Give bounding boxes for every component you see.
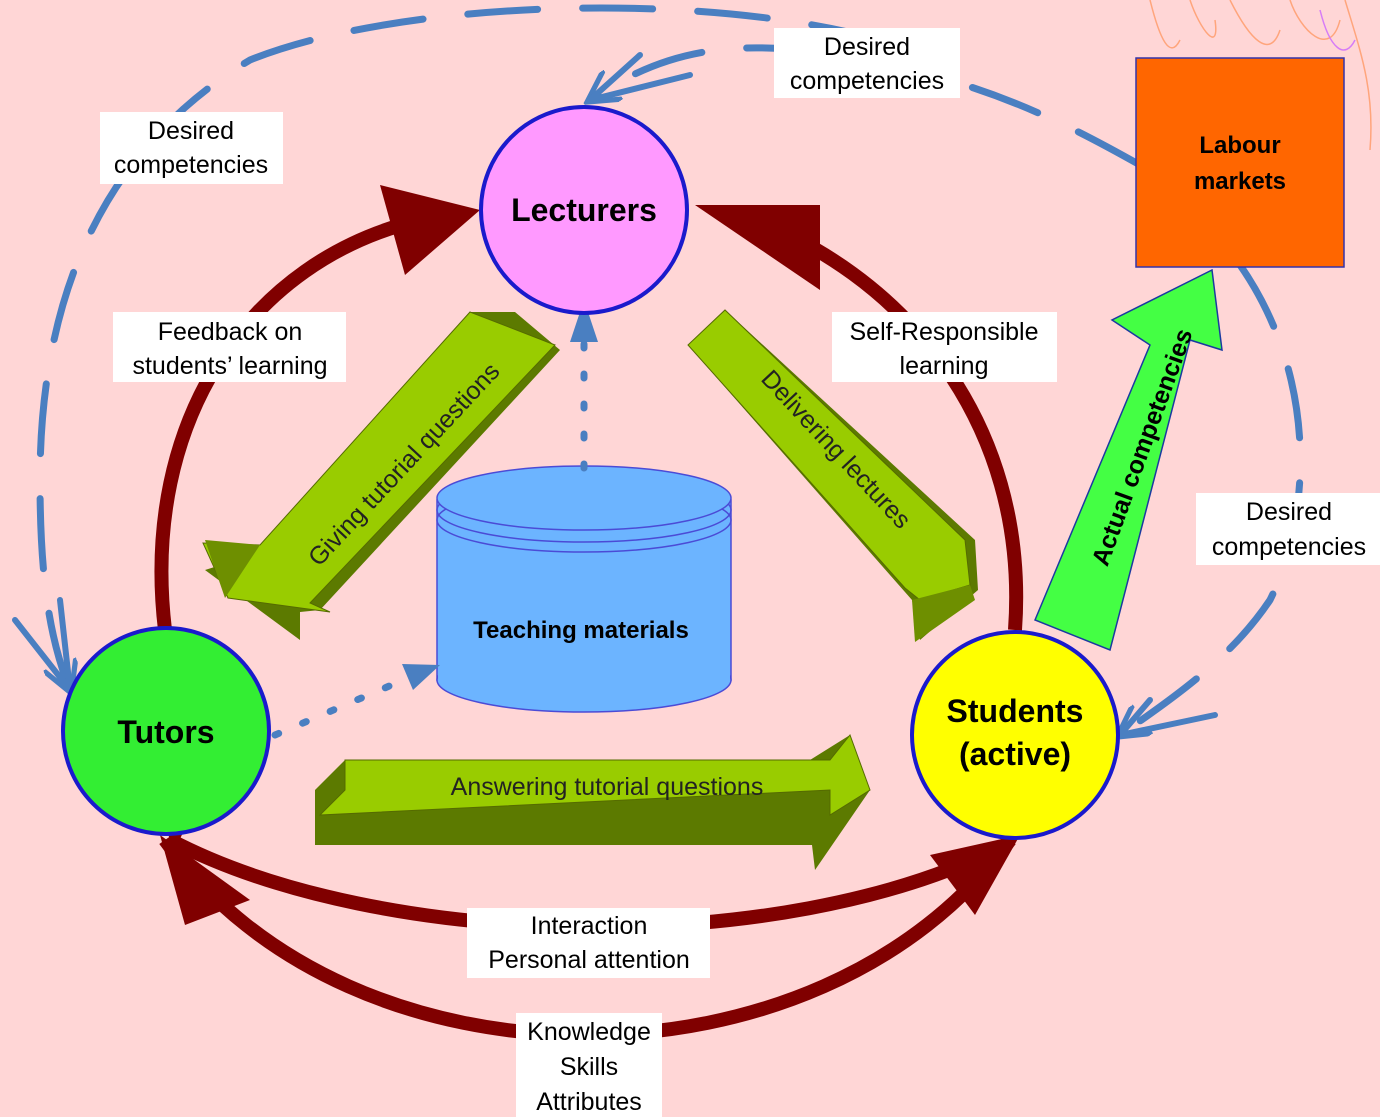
students-label-1: Students: [947, 693, 1084, 729]
cycle-arrowheads: [160, 185, 1020, 925]
label-self-responsible: Self-Responsible learning: [832, 312, 1057, 382]
answering-tutorial-arrow: Answering tutorial questions: [315, 733, 871, 870]
self-responsible-text-2: learning: [900, 352, 989, 380]
tutors-label: Tutors: [117, 714, 214, 750]
students-label-2: (active): [959, 736, 1071, 772]
interaction-text-2: Personal attention: [488, 946, 690, 974]
desired-right-text-1: Desired: [1246, 498, 1332, 526]
label-feedback: Feedback on students’ learning: [113, 312, 346, 382]
arrowhead-tutors-to-materials: [402, 664, 440, 690]
desired-right-text-2: competencies: [1212, 533, 1366, 561]
material-dotted-arrows: [271, 331, 588, 739]
ksa-text-1: Knowledge: [527, 1018, 651, 1046]
self-responsible-text-1: Self-Responsible: [850, 318, 1039, 346]
feedback-text-1: Feedback on: [158, 318, 303, 346]
lecturers-label: Lecturers: [511, 192, 657, 228]
label-desired-right: Desired competencies: [1196, 493, 1380, 565]
label-desired-top: Desired competencies: [774, 28, 960, 98]
lecturers-node: Lecturers: [479, 105, 689, 315]
teaching-materials-cylinder: Teaching materials: [436, 465, 732, 713]
desired-left-text-2: competencies: [114, 151, 268, 179]
feedback-text-2: students’ learning: [132, 352, 327, 380]
label-interaction: Interaction Personal attention: [467, 908, 710, 978]
students-node: Students (active): [910, 630, 1120, 840]
dashed-arrow-labour-to-students: [1120, 261, 1304, 735]
tutors-node: Tutors: [61, 626, 271, 836]
ksa-text-3: Attributes: [536, 1088, 642, 1116]
labour-markets-label-1: Labour: [1199, 132, 1280, 159]
interaction-text-1: Interaction: [531, 912, 648, 940]
actual-competencies-arrow: Actual competencies: [1034, 268, 1223, 652]
teaching-materials-label: Teaching materials: [473, 617, 689, 644]
desired-top-text-2: competencies: [790, 67, 944, 95]
labour-markets-label-2: markets: [1194, 168, 1286, 195]
labour-markets-node: Labour markets: [1135, 57, 1345, 268]
desired-left-text-1: Desired: [148, 117, 234, 145]
decorative-scribble: [1149, 0, 1372, 151]
ksa-text-2: Skills: [560, 1053, 618, 1081]
answering-tutorial-label: Answering tutorial questions: [451, 773, 764, 801]
arrowhead-materials-to-lecturers: [570, 300, 598, 342]
dashed-arrow-top-to-tutors: [36, 4, 884, 690]
desired-top-text-1: Desired: [824, 33, 910, 61]
label-desired-left: Desired competencies: [100, 112, 283, 184]
label-knowledge-skills-attributes: Knowledge Skills Attributes: [516, 1013, 662, 1117]
